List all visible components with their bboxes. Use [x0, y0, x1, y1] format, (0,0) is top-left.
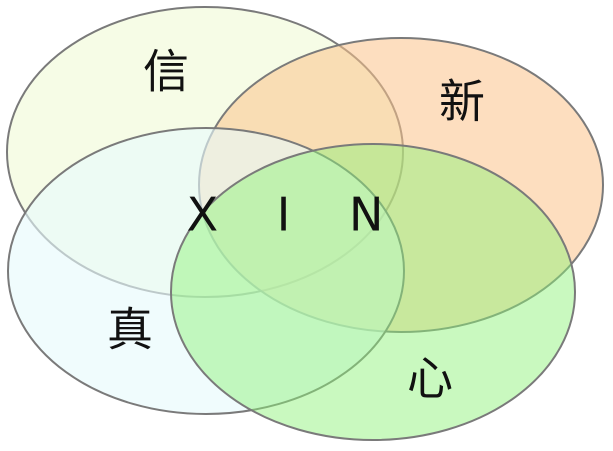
label-center-xin: X I N [187, 188, 406, 242]
label-xin-heart: 心 [407, 352, 453, 406]
label-xin-trust: 信 [143, 45, 189, 99]
ellipse-zhen-true [7, 127, 405, 415]
ellipse-xin-heart [170, 143, 576, 441]
label-xin-new: 新 [439, 75, 485, 129]
label-zhen-true: 真 [107, 303, 153, 357]
